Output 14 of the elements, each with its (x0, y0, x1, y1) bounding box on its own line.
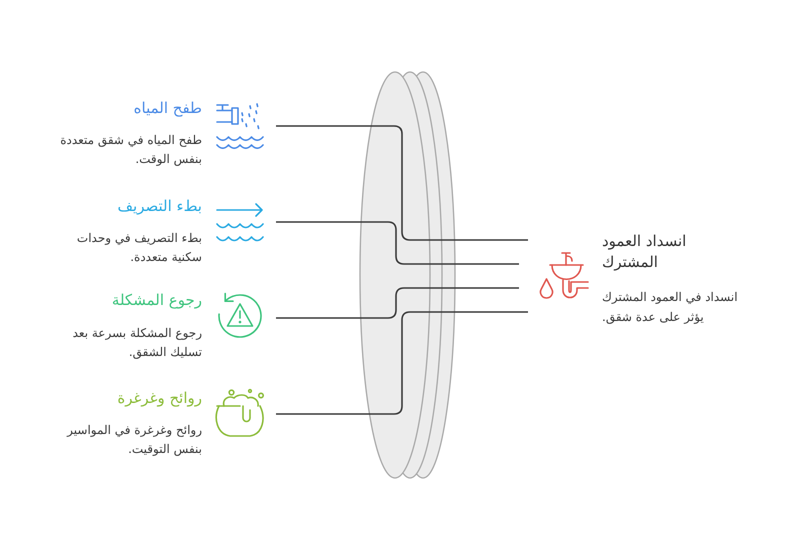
item-heading: بطء التصريف (118, 196, 202, 217)
item-description: رجوع المشكلة بسرعة بعد تسليك الشقق. (72, 325, 202, 361)
connector-line (276, 125, 528, 241)
connector-line (276, 221, 519, 265)
connector-line (276, 287, 519, 319)
connector-line (276, 311, 528, 415)
item-heading: طفح المياه (134, 98, 202, 119)
item-description: روائح وغرغرة في المواسير بنفس التوقيت. (66, 422, 202, 458)
item-description: انسداد في العمود المشترك يؤثر على عدة شقق. (602, 289, 739, 326)
item-heading: انسداد العمود المشترك (602, 231, 688, 273)
item-description: بطء التصريف في وحدات سكنية متعددة. (76, 230, 202, 266)
item-heading: روائح وغرغرة (117, 388, 202, 409)
item-description: طفح المياه في شقق متعددة بنفس الوقت. (59, 132, 202, 168)
item-heading: رجوع المشكلة (112, 290, 202, 311)
